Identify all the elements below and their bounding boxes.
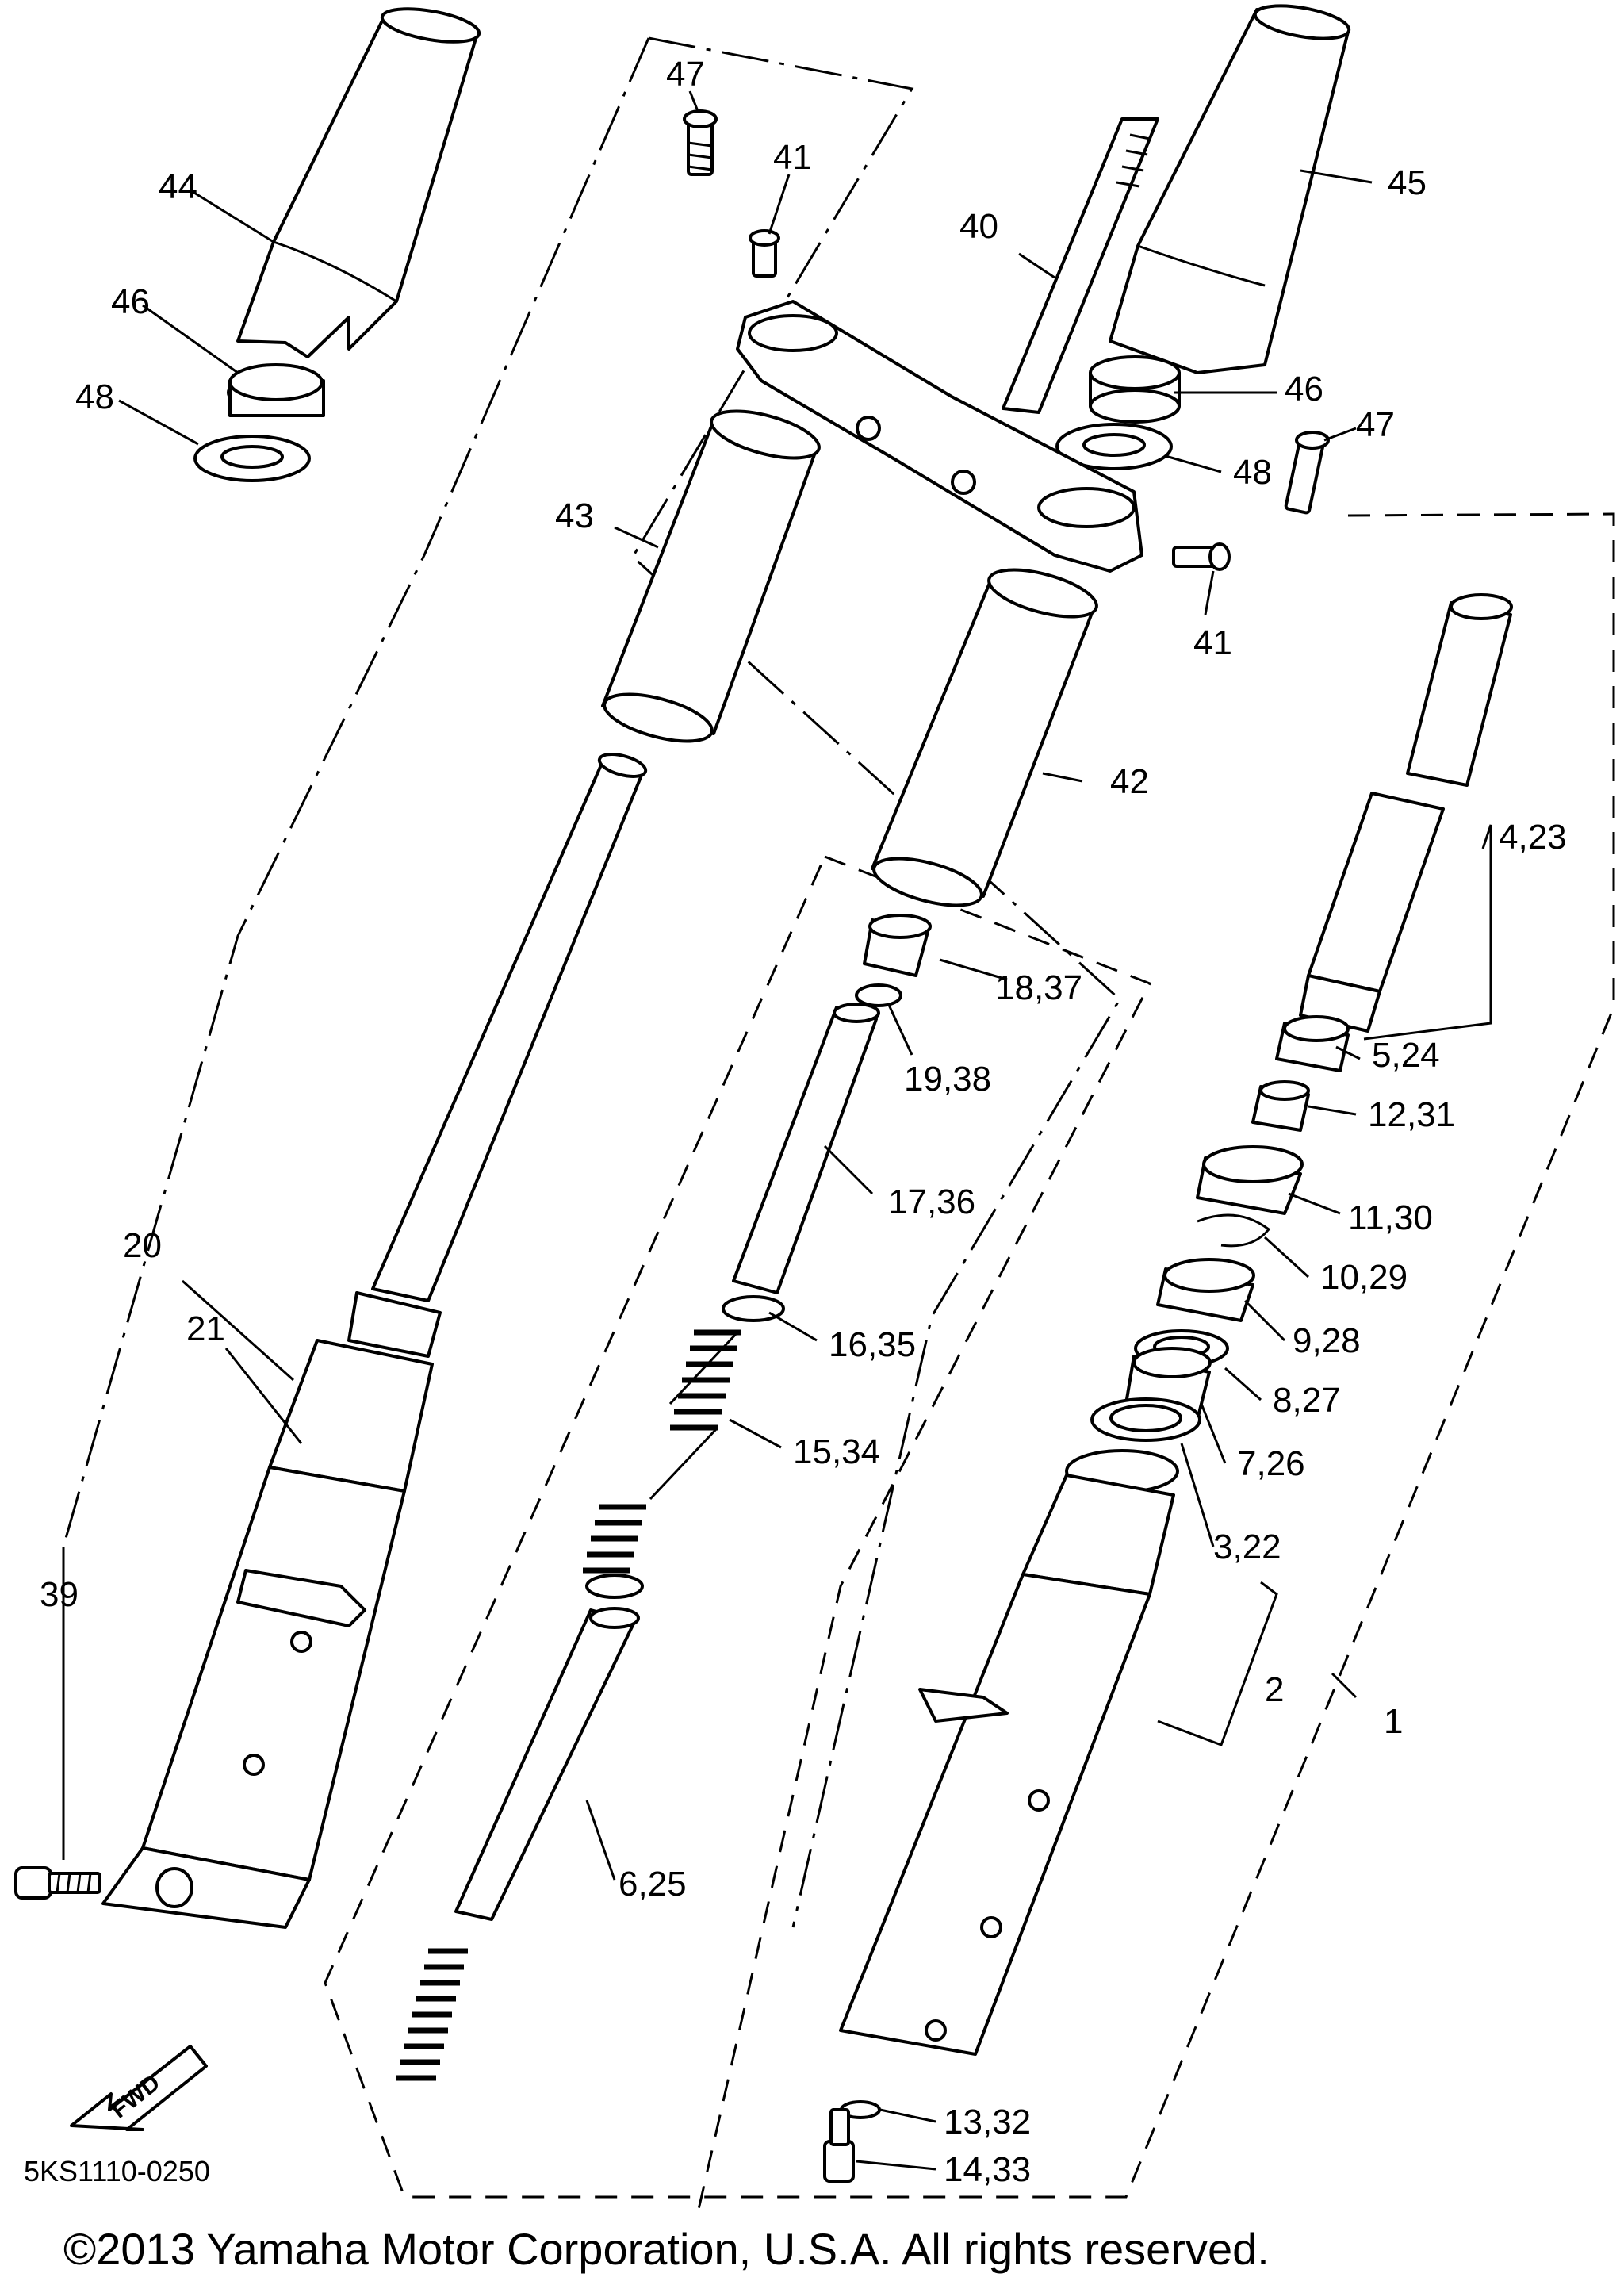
inner-tube-4 <box>1299 593 1513 1033</box>
callout-42: 42 <box>1110 762 1149 801</box>
lock-washer-right <box>1055 423 1173 470</box>
callout-16-35: 16,35 <box>829 1325 916 1364</box>
bush-12 <box>1251 1080 1310 1132</box>
callout-20: 20 <box>123 1226 162 1265</box>
callout-19-38: 19,38 <box>904 1060 991 1098</box>
callout-40: 40 <box>959 207 998 246</box>
ring-nut-right <box>1089 355 1181 424</box>
pinch-bolt-41-lower <box>1172 542 1231 571</box>
callout-5-24: 5,24 <box>1372 1036 1440 1075</box>
cap-bolt-18 <box>863 914 932 977</box>
fork-tube-sleeve-42 <box>871 568 1098 907</box>
dust-seal-3 <box>1090 1397 1201 1442</box>
fork-tube-sleeve-43 <box>601 409 821 743</box>
callout-4-23: 4,23 <box>1499 818 1567 857</box>
callout-9-28: 9,28 <box>1293 1321 1361 1360</box>
left-leg-group-outline <box>62 37 650 1547</box>
callout-8-27: 8,27 <box>1273 1381 1341 1420</box>
callout-6-25: 6,25 <box>619 1865 687 1904</box>
callout-46-left: 46 <box>111 282 150 321</box>
callout-18-37: 18,37 <box>995 968 1082 1007</box>
under-bracket-steering-stem <box>736 117 1159 573</box>
o-ring-19 <box>855 983 902 1007</box>
oil-seal-9 <box>1156 1258 1255 1322</box>
fwd-arrow-icon: FWD <box>70 2045 208 2131</box>
callout-43: 43 <box>555 496 594 535</box>
callout-41-upper: 41 <box>773 138 812 177</box>
damper-rod-6 <box>396 1574 644 2081</box>
callout-47-right: 47 <box>1356 405 1395 444</box>
dust-seal-11 <box>1196 1145 1304 1215</box>
outer-tube-2 <box>839 1449 1179 2056</box>
callout-44: 44 <box>159 167 197 206</box>
upper-bracket-group-outline <box>631 36 1121 1928</box>
callout-41-lower: 41 <box>1193 623 1232 662</box>
washer-16 <box>722 1295 785 1322</box>
callout-39: 39 <box>40 1575 79 1614</box>
callout-10-29: 10,29 <box>1320 1258 1408 1297</box>
callout-48-right: 48 <box>1233 453 1272 492</box>
callout-3-22: 3,22 <box>1213 1528 1281 1566</box>
bolt-14 <box>823 2108 855 2183</box>
callout-45: 45 <box>1388 163 1427 202</box>
bolt-47-right <box>1284 431 1330 515</box>
callout-48-left: 48 <box>75 378 114 416</box>
callout-2: 2 <box>1265 1670 1284 1709</box>
fork-cover-right <box>1109 4 1351 374</box>
callout-47-left: 47 <box>666 55 705 94</box>
callout-12-31: 12,31 <box>1368 1095 1455 1134</box>
fork-spring-15 <box>583 1329 741 1574</box>
pinch-bolt-41-upper <box>749 229 780 278</box>
callout-11-30: 11,30 <box>1348 1198 1433 1237</box>
lock-washer-left <box>193 435 311 482</box>
ring-nut-left <box>227 363 325 417</box>
callout-labels: 44 45 46 46 48 48 47 47 41 41 40 42 43 1… <box>40 55 1567 2189</box>
guide-bush-5 <box>1275 1015 1350 1072</box>
clip-10 <box>1197 1213 1271 1248</box>
leader-lines <box>62 90 1492 2171</box>
callout-13-32: 13,32 <box>944 2103 1031 2141</box>
axle-bolt-39 <box>14 1866 102 1900</box>
fork-cover-left <box>236 7 481 358</box>
drawing-code: 5KS1110-0250 <box>24 2155 210 2187</box>
callout-46-right: 46 <box>1285 370 1323 408</box>
callout-1: 1 <box>1384 1702 1403 1741</box>
callout-7-26: 7,26 <box>1237 1444 1305 1483</box>
outer-tube-assembly-outline <box>324 512 1615 2199</box>
callout-21: 21 <box>186 1309 225 1348</box>
bolt-47-left <box>683 109 718 176</box>
copyright-notice: ©2013 Yamaha Motor Corporation, U.S.A. A… <box>63 2224 1270 2274</box>
spacer-17 <box>732 1003 880 1294</box>
left-fork-leg-assembly <box>102 753 648 1929</box>
callout-14-33: 14,33 <box>944 2150 1031 2189</box>
callout-15-34: 15,34 <box>793 1432 880 1471</box>
callout-17-36: 17,36 <box>888 1183 975 1221</box>
